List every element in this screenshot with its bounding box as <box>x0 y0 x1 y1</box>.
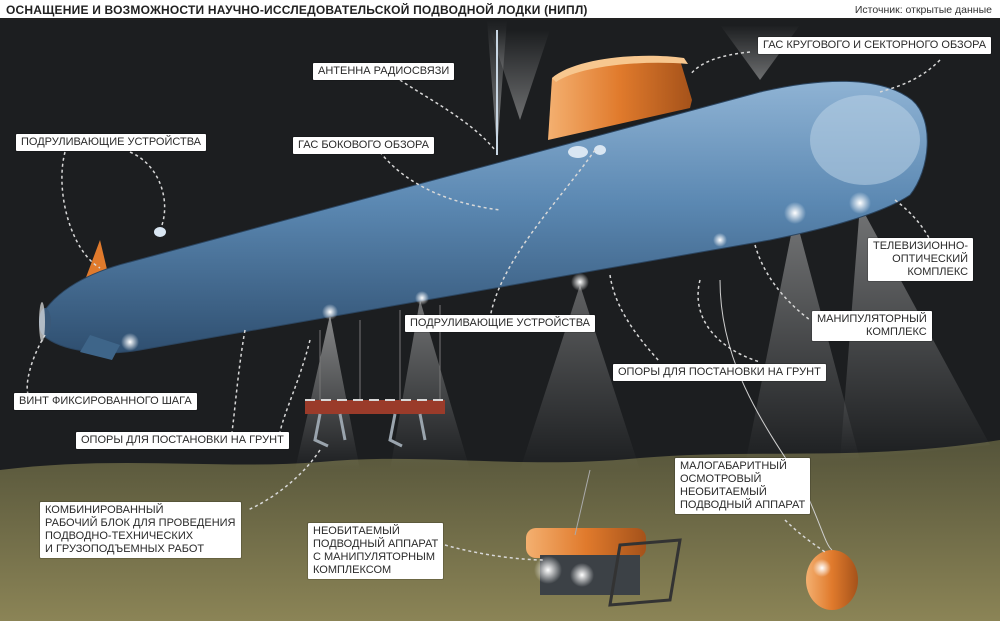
label-uuv-manipulator: Необитаемый подводный аппарат с манипуля… <box>308 523 444 579</box>
thruster-top <box>154 227 166 237</box>
leader-lines <box>26 51 941 561</box>
label-sonar-side: ГАС бокового обзора <box>293 137 434 154</box>
label-sonar-circular: ГАС кругового и секторного обзора <box>758 37 992 54</box>
label-supports-right: Опоры для постановки на грунт <box>613 364 826 381</box>
uuv-manipulator <box>526 469 682 607</box>
label-thrusters-mid: Подруливающие устройства <box>405 315 595 332</box>
submarine-hull <box>39 80 928 354</box>
label-supports-left: Опоры для постановки на грунт <box>76 432 289 449</box>
page-title: ОСНАЩЕНИЕ И ВОЗМОЖНОСТИ НАУЧНО-ИССЛЕДОВА… <box>6 3 588 17</box>
label-combined-block: Комбинированный рабочий блок для проведе… <box>40 502 241 558</box>
label-tv-optical: Телевизионно- оптический комплекс <box>868 238 974 281</box>
label-small-uuv: Малогабаритный осмотровый необитаемый по… <box>675 458 811 514</box>
label-thrusters-top: Подруливающие устройства <box>16 134 206 151</box>
illustration: Антенна радиосвязи ГАС кругового и секто… <box>0 20 1000 621</box>
sail <box>548 58 692 140</box>
small-uuv <box>719 279 858 610</box>
label-manipulator: Манипуляторный комплекс <box>812 311 932 341</box>
source-note: Источник: открытые данные <box>854 4 992 16</box>
label-fixed-pitch-prop: Винт фиксированного шага <box>14 393 197 410</box>
label-radio-antenna: Антенна радиосвязи <box>313 63 455 80</box>
header: ОСНАЩЕНИЕ И ВОЗМОЖНОСТИ НАУЧНО-ИССЛЕДОВА… <box>0 0 1000 20</box>
